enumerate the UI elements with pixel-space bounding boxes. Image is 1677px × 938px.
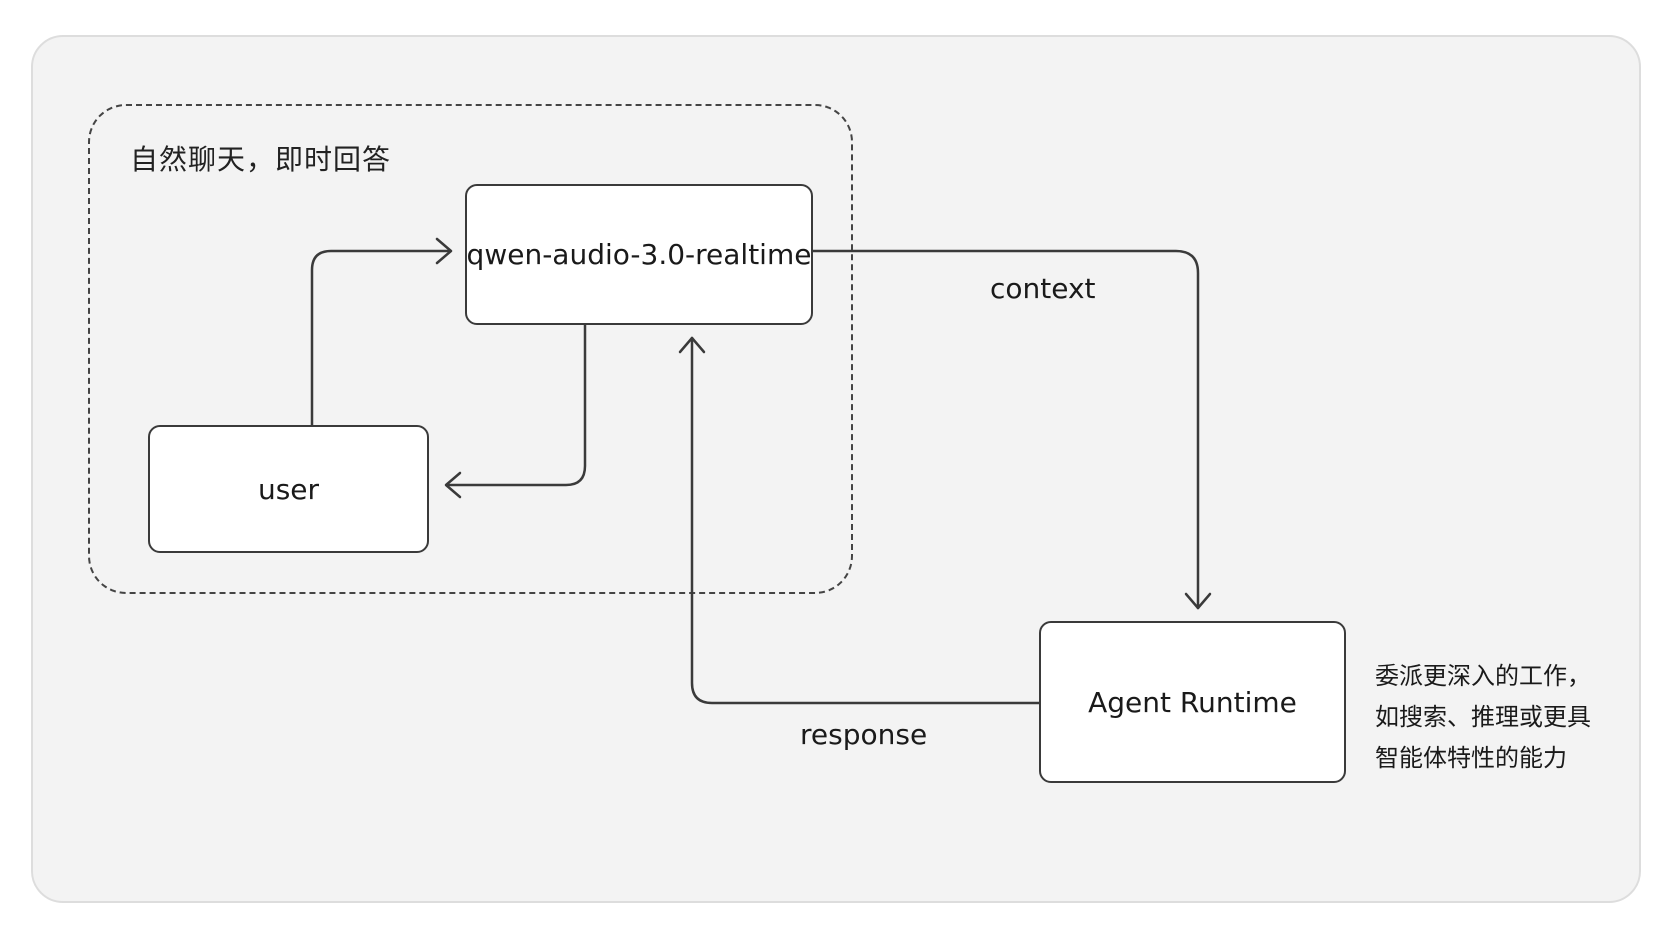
agent-note-line-1: 委派更深入的工作， <box>1375 662 1591 690</box>
agent-note-line-3: 智能体特性的能力 <box>1375 744 1567 772</box>
node-qwen-audio-realtime: qwen-audio-3.0-realtime <box>465 184 813 325</box>
arrowhead-response <box>678 336 706 354</box>
agent-note: 委派更深入的工作， 如搜索、推理或更具 智能体特性的能力 <box>1375 656 1591 779</box>
group-label: 自然聊天，即时回答 <box>130 143 392 176</box>
node-agent-label: Agent Runtime <box>1088 685 1297 719</box>
edge-model-to-user <box>445 323 587 487</box>
arrowhead-context <box>1184 592 1212 610</box>
node-agent-runtime: Agent Runtime <box>1039 621 1346 783</box>
edge-label-context: context <box>990 272 1096 305</box>
arrowhead-model-to-user <box>444 471 462 499</box>
edge-label-response: response <box>800 718 928 751</box>
node-user: user <box>148 425 429 553</box>
node-model-label: qwen-audio-3.0-realtime <box>466 238 812 271</box>
agent-note-line-2: 如搜索、推理或更具 <box>1375 703 1591 731</box>
node-user-label: user <box>257 472 320 506</box>
edge-context <box>811 249 1200 610</box>
realtime-chat-group <box>88 104 853 594</box>
edge-response <box>690 336 1041 705</box>
edge-user-to-model <box>310 249 452 427</box>
arrowhead-user-to-model <box>435 237 453 265</box>
